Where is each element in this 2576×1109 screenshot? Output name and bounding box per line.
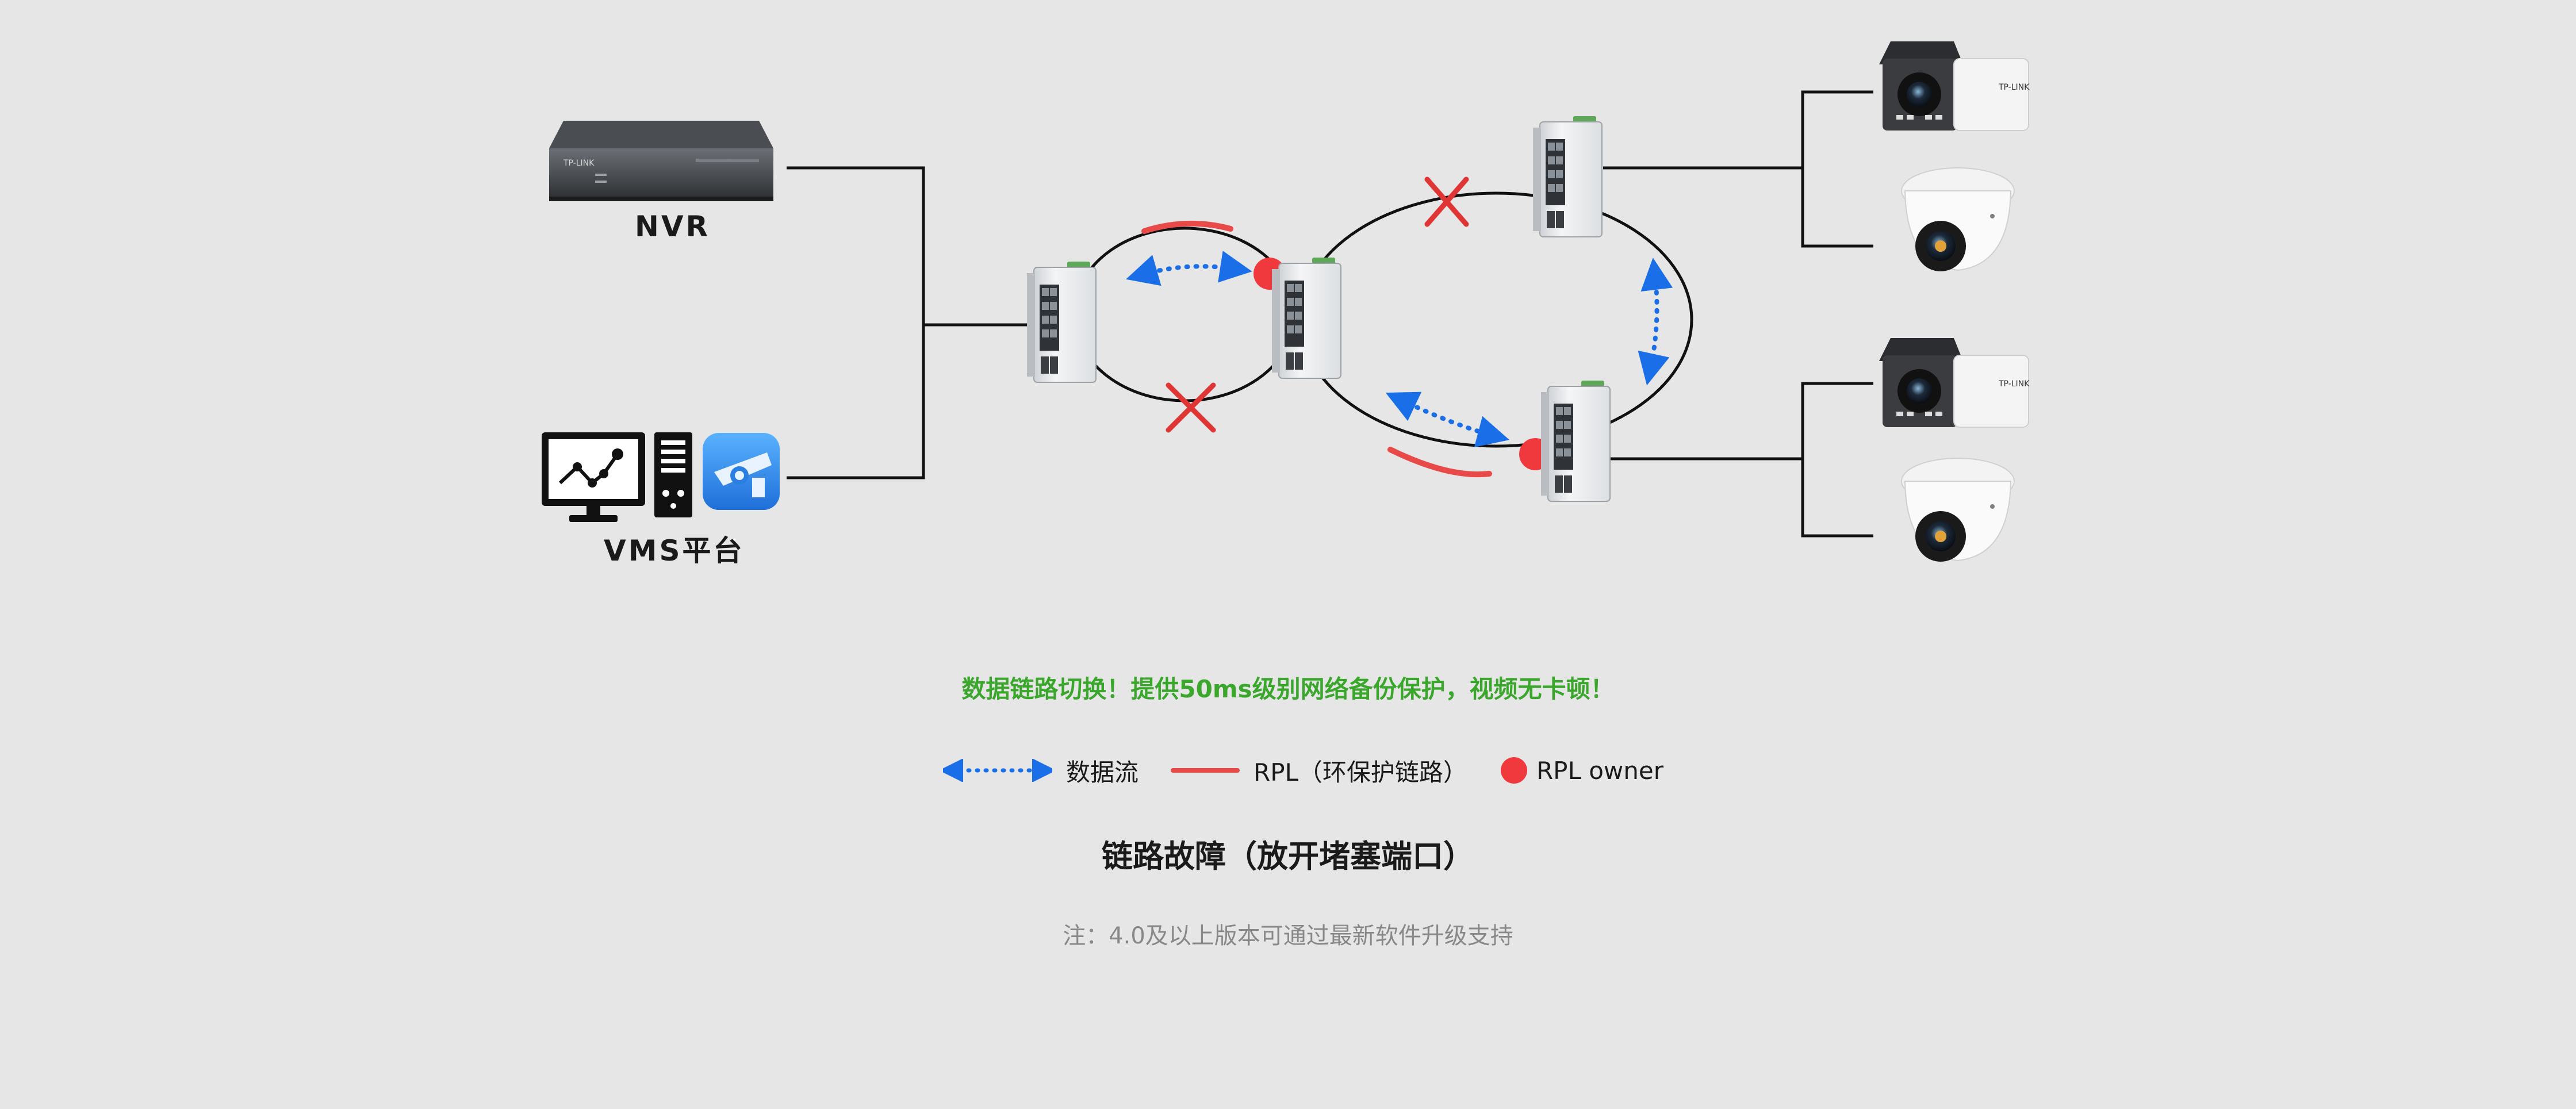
legend-data-flow-label: 数据流 (1066, 758, 1139, 786)
subtitle: 链路故障（放开堵塞端口） (1102, 838, 1474, 874)
legend: 数据流 RPL（环保护链路） RPL owner (943, 753, 1696, 788)
cam-tree-top (1801, 90, 1873, 248)
dome-camera-icon (1901, 167, 2015, 271)
switch-icon (1027, 262, 1097, 383)
fault-x-icon (1166, 382, 1216, 433)
rpl-links (1141, 220, 1492, 478)
legend-item-rpl-owner: RPL owner (1500, 756, 1663, 785)
data-flow-arrow (1638, 258, 1673, 386)
data-flow-arrow (1385, 392, 1510, 447)
rpl-arc-bottom (1387, 447, 1492, 478)
switch-icon (1533, 116, 1603, 237)
legend-rpl-owner-label: RPL owner (1536, 756, 1663, 785)
ring-right (1299, 191, 1693, 448)
svg-text:TP-LINK: TP-LINK (1998, 83, 2030, 92)
data-flow-legend-icon (943, 759, 1052, 782)
bullet-camera-icon: TP-LINK (1879, 338, 2030, 428)
headline: 数据链路切换！提供50ms级别网络备份保护，视频无卡顿！ (961, 675, 1615, 703)
nvr-label: NVR (635, 210, 711, 243)
svg-text:TP-LINK: TP-LINK (563, 159, 595, 168)
vms-link (787, 325, 925, 479)
rpl-legend-icon (1171, 768, 1240, 773)
nvr-link (787, 166, 925, 325)
legend-item-rpl: RPL（环保护链路） (1171, 753, 1467, 788)
vms-app-icon (703, 433, 780, 510)
legend-rpl-label: RPL（环保护链路） (1254, 758, 1467, 786)
data-flows (1126, 251, 1673, 447)
rpl-arc-top (1141, 220, 1233, 234)
switch-icon (1272, 258, 1341, 379)
ring-left (1072, 227, 1297, 402)
fault-x-icon (1424, 176, 1469, 227)
bullet-camera-icon: TP-LINK (1879, 41, 2030, 131)
svg-text:TP-LINK: TP-LINK (1998, 379, 2030, 389)
cam-tree-bottom (1801, 382, 1873, 538)
vms-monitor-icon (542, 432, 645, 522)
footnote: 注：4.0及以上版本可通过最新软件升级支持 (1063, 923, 1513, 949)
legend-item-data-flow: 数据流 (943, 753, 1138, 788)
rpl-owner-legend-icon (1500, 757, 1527, 784)
dome-camera-icon (1901, 458, 2015, 562)
switch-icon (1541, 381, 1611, 502)
vms-tower-icon (654, 432, 692, 517)
nvr-icon: TP-LINK (549, 121, 773, 201)
data-flow-arrow (1126, 251, 1252, 286)
vms-label: VMS平台 (604, 534, 745, 567)
